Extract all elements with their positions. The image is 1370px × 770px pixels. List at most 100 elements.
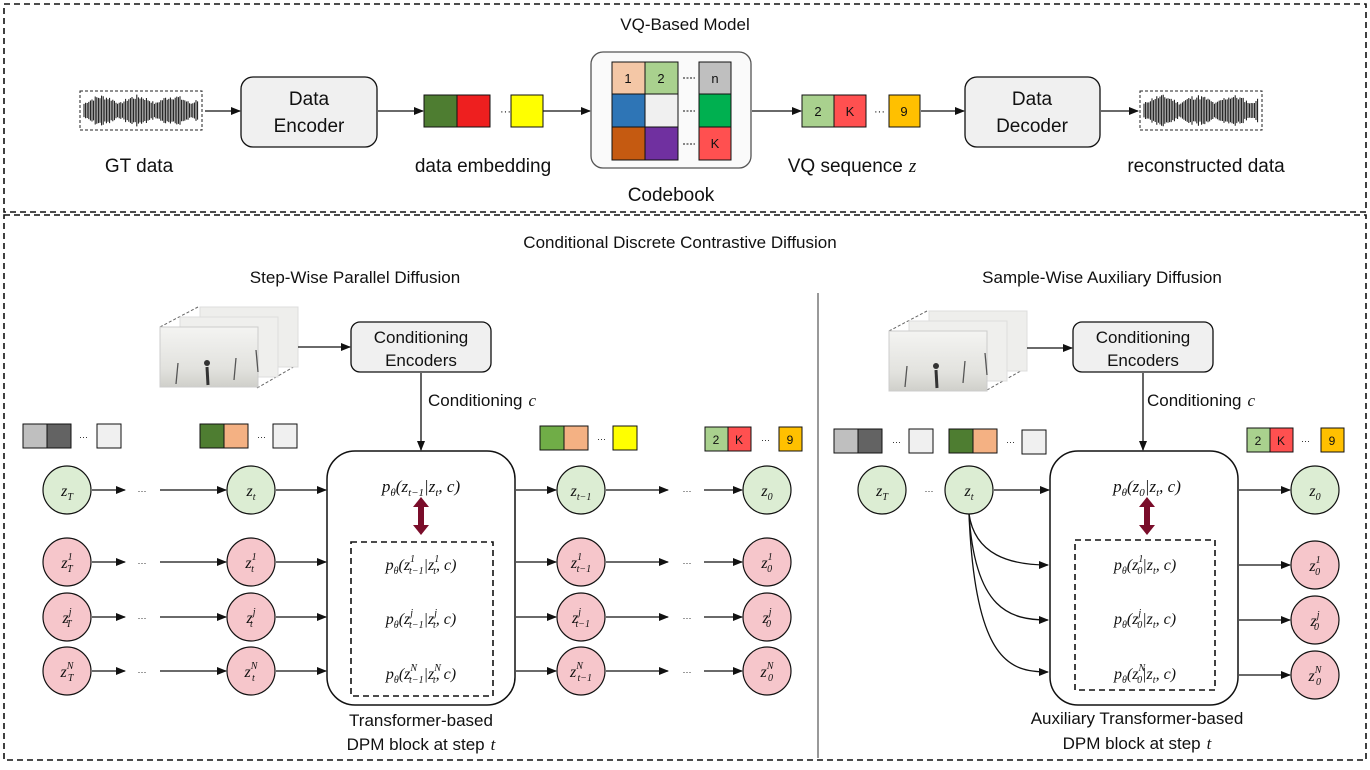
dpm-block-left [326, 450, 516, 706]
svg-text:zj0: zj0 [761, 607, 771, 630]
svg-text:zt: zt [245, 483, 255, 503]
ellipsis: ··· [138, 558, 147, 568]
gt-waveform [79, 90, 203, 131]
reconstructed-waveform [1139, 90, 1263, 131]
step-wise-title: Step-Wise Parallel Diffusion [250, 268, 460, 287]
node-zt-right: zt [944, 465, 994, 515]
vq-token-k [833, 94, 867, 128]
node-zt-main: zt [226, 465, 276, 515]
codebook-cell-white [644, 93, 679, 128]
vq-token-9 [888, 94, 921, 128]
embedding-token-green [423, 94, 458, 128]
formula-main-left: pθ(zt−1|zt, c) [381, 477, 461, 499]
ellipsis: ··· [683, 613, 692, 623]
svg-text:zN0: zN0 [1308, 665, 1323, 688]
svg-text:zT: zT [60, 483, 74, 503]
video-frames-photo-right [888, 310, 1028, 392]
codebook-cell-2 [644, 61, 679, 95]
ellipsis: ··· [138, 613, 147, 623]
conditioning-encoders-label-1: Conditioning [1096, 328, 1191, 347]
svg-text:zt: zt [963, 483, 973, 503]
svg-text:z10: z10 [1308, 555, 1320, 578]
svg-text:zN0: zN0 [760, 661, 775, 684]
token-group-final-right: 2 K ··· 9 [1246, 427, 1345, 453]
aux-formulas-box-right [1074, 539, 1216, 691]
branch-arrow-nj [968, 513, 1049, 624]
node-z0-main: z0 [742, 465, 792, 515]
ellipsis: ··· [138, 486, 147, 496]
sample-wise-title: Sample-Wise Auxiliary Diffusion [982, 268, 1222, 287]
svg-text:z1T: z1T [60, 552, 74, 575]
formula-main-right: pθ(z0|zt, c) [1112, 477, 1181, 499]
ellipsis: ··· [597, 434, 606, 444]
ellipsis: ··· [683, 667, 692, 677]
svg-text:zjT: zjT [61, 607, 73, 630]
diffusion-title: Conditional Discrete Contrastive Diffusi… [523, 233, 836, 252]
data-encoder-label-2: Encoder [274, 116, 345, 137]
ellipsis: ··· [257, 432, 266, 442]
svg-text:z0: z0 [1308, 483, 1320, 503]
svg-text:z1t−1: z1t−1 [570, 552, 591, 575]
token-group-t-1: ··· [539, 425, 638, 451]
token-9-label: 9 [1329, 434, 1336, 448]
embedding-token-red [456, 94, 491, 128]
token-group-t-right: ··· [948, 428, 1047, 455]
svg-text:z10: z10 [760, 552, 772, 575]
ellipsis: ··· [761, 435, 770, 445]
codebook-cell-k-label: K [711, 136, 720, 151]
ellipsis: ··· [1006, 437, 1015, 447]
gt-data-label: GT data [105, 156, 174, 177]
ellipsis: ··· [1301, 436, 1310, 446]
codebook-label: Codebook [628, 185, 715, 206]
ellipsis: ··· [683, 486, 692, 496]
branch-arrow-n1 [968, 513, 1049, 569]
codebook-cell-1-label: 1 [624, 71, 631, 86]
vq-token-k-label: K [846, 104, 855, 119]
codebook-cell-blue [611, 93, 646, 128]
token-group-final-left: 2 K ··· 9 [704, 426, 803, 452]
branch-arrow-nN [968, 513, 1049, 676]
dpm-block-right [1049, 450, 1239, 706]
token-2-label: 2 [1255, 434, 1262, 448]
ellipsis: ··· [925, 486, 934, 496]
svg-text:z1t: z1t [244, 552, 256, 575]
vq-model-frame [3, 3, 1367, 213]
block-label-1-right: Auxiliary Transformer-based [1031, 709, 1244, 728]
svg-text:zT: zT [875, 483, 889, 503]
ellipsis: ··· [683, 558, 692, 568]
node-zt-1-main: zt−1 [556, 465, 606, 515]
node-zT-main: zT [42, 465, 92, 515]
conditioning-encoders-label-1: Conditioning [374, 328, 469, 347]
video-frames-photo-left [159, 306, 299, 389]
conditioning-encoders-label-2: Encoders [1107, 351, 1179, 370]
ellipsis: ··· [79, 432, 88, 442]
reconstructed-data-label: reconstructed data [1127, 156, 1285, 177]
codebook-cell-1 [611, 61, 646, 95]
codebook-cell-k [698, 126, 732, 161]
codebook-cell-green [698, 93, 732, 128]
codebook-cell-orange [611, 126, 646, 161]
token-group-t: ··· [199, 423, 298, 449]
token-k-label: K [1277, 434, 1285, 448]
svg-text:zNt: zNt [244, 661, 259, 684]
svg-text:zj0: zj0 [1309, 610, 1319, 633]
